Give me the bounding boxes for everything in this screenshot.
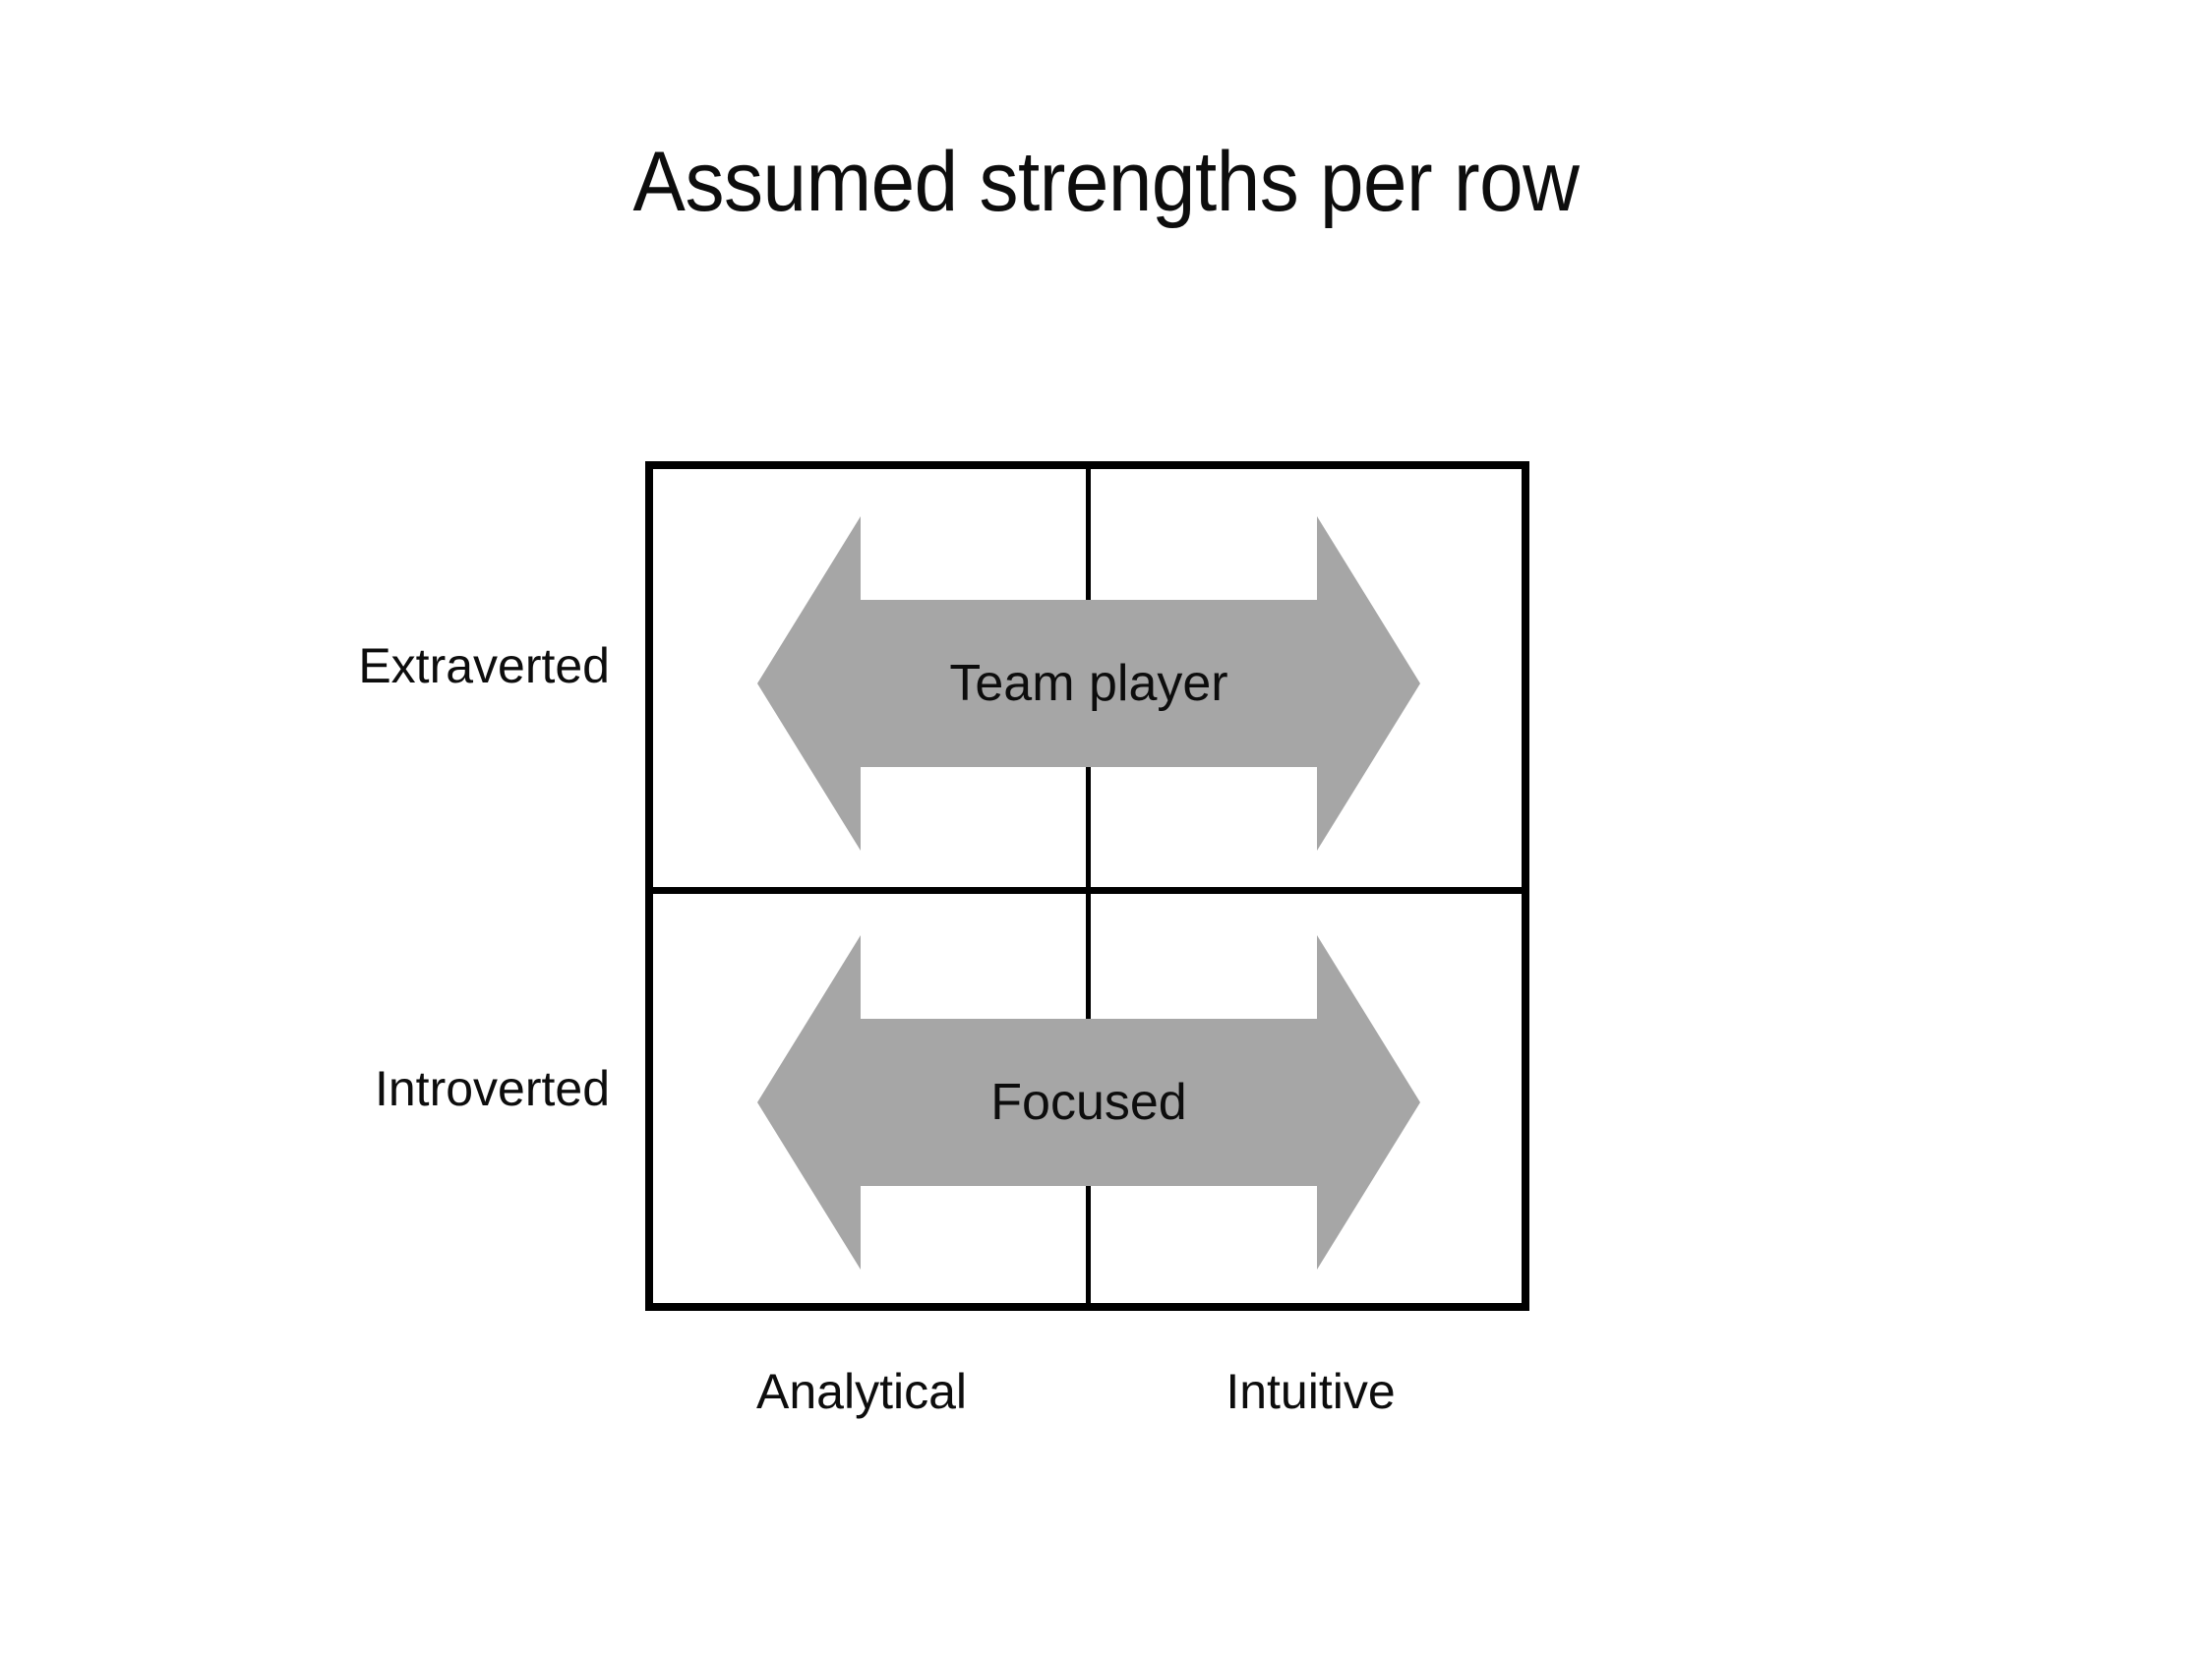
row-label-introverted: Introverted [374,1061,610,1116]
row-label-extraverted: Extraverted [358,638,610,693]
column-label-intuitive: Intuitive [1226,1364,1396,1419]
arrow-team-player: Team player [749,511,1428,856]
page-title: Assumed strengths per row [632,135,1580,229]
grid-horizontal-divider [653,887,1522,894]
arrow-focused: Focused [749,930,1428,1274]
matrix-grid [645,461,1529,1311]
column-label-analytical: Analytical [756,1364,967,1419]
double-arrow-icon [757,516,1420,851]
grid-vertical-divider [1086,469,1091,1303]
double-arrow-icon [757,935,1420,1270]
